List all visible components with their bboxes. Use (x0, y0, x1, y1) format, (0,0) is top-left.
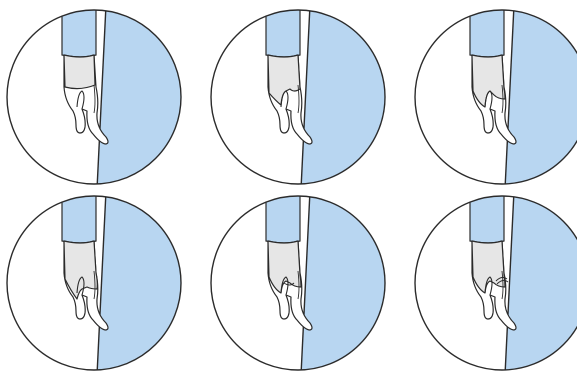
panel-1 (7, 0, 186, 189)
sleeve (266, 183, 300, 243)
glove-wrist (64, 55, 95, 89)
sleeve (266, 0, 300, 57)
panel-6 (415, 183, 577, 375)
sleeve (470, 0, 504, 57)
panel-5 (211, 183, 390, 375)
sleeve (470, 183, 504, 243)
blue-half (97, 191, 186, 375)
panel-2 (211, 0, 390, 189)
sleeve (62, 183, 96, 243)
blue-half (505, 5, 577, 189)
sleeve (62, 0, 96, 57)
blue-half (505, 191, 577, 375)
blue-half (301, 191, 390, 375)
blue-half (301, 5, 390, 189)
blue-half (97, 5, 186, 189)
panel-4 (7, 183, 186, 375)
panel-3 (415, 0, 577, 189)
